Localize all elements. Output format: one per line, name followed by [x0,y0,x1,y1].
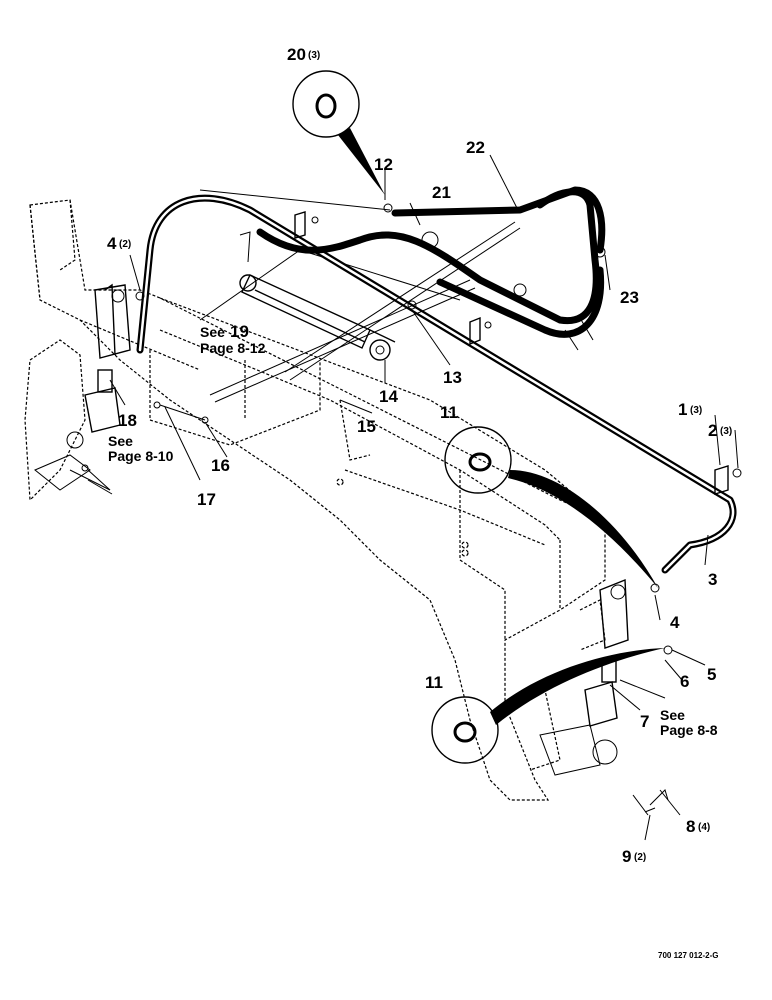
callout-9-qty: (2) [634,852,646,863]
callout-17-number: 19 [230,322,249,341]
o-ring-detail-10a [444,426,658,588]
callout-21-number: 23 [620,288,639,307]
left-lift-cylinder [24,283,131,502]
callout-2-qty: (3) [720,426,732,437]
page-ref-8-8: Page 8-8 [660,722,718,738]
callout-4-right-number: 4 [670,613,680,632]
callout-11-top-number: 12 [374,155,393,174]
callout-5-number: 5 [707,665,716,684]
callout-15-number: 17 [197,490,216,509]
hose-assembly [136,186,737,574]
see-note-16: See [108,433,133,449]
callout-18-number: 20 [287,45,306,64]
callout-10-bottom-number: 11 [425,673,443,692]
callout-2-number: 2 [708,421,717,440]
callout-9-number: 9 [622,847,631,866]
callout-4-left-number: 4 [107,234,117,253]
callout-3-number: 3 [708,570,717,589]
callout-1-qty: (3) [690,405,702,416]
callout-18-qty: (3) [308,50,320,61]
callout-1-number: 1 [678,400,687,419]
see-note-7: See [660,707,685,723]
callout-8-qty: (4) [698,822,710,833]
right-lift-cylinder [539,578,673,776]
see-note-17: See [200,324,225,340]
callout-4-left-qty: (2) [119,239,131,250]
figure-reference: 700 127 012-2-G [658,951,719,960]
callout-10-top-number: 11 [440,403,458,422]
o-ring-detail-18 [292,70,385,195]
callout-13-number: 15 [357,417,376,436]
callout-7-number: 7 [640,712,649,731]
callout-14-number: 16 [211,456,230,475]
callout-19-number: 21 [432,183,451,202]
callout-20-number: 22 [466,138,485,157]
callout-12-number: 14 [379,387,398,406]
callout-labels: 20 (3) 12 21 22 4 (2) 23 See 19 Page 8-1… [107,45,732,960]
callout-16-number: 18 [118,411,137,430]
callout-8-number: 8 [686,817,695,836]
callout-11-lower-number: 13 [443,368,462,387]
callout-6-number: 6 [680,672,689,691]
o-ring-detail-10b [431,648,665,764]
page-ref-8-12: Page 8-12 [200,340,266,356]
page-ref-8-10: Page 8-10 [108,448,174,464]
fittings [81,203,742,816]
leader-lines [109,154,739,841]
